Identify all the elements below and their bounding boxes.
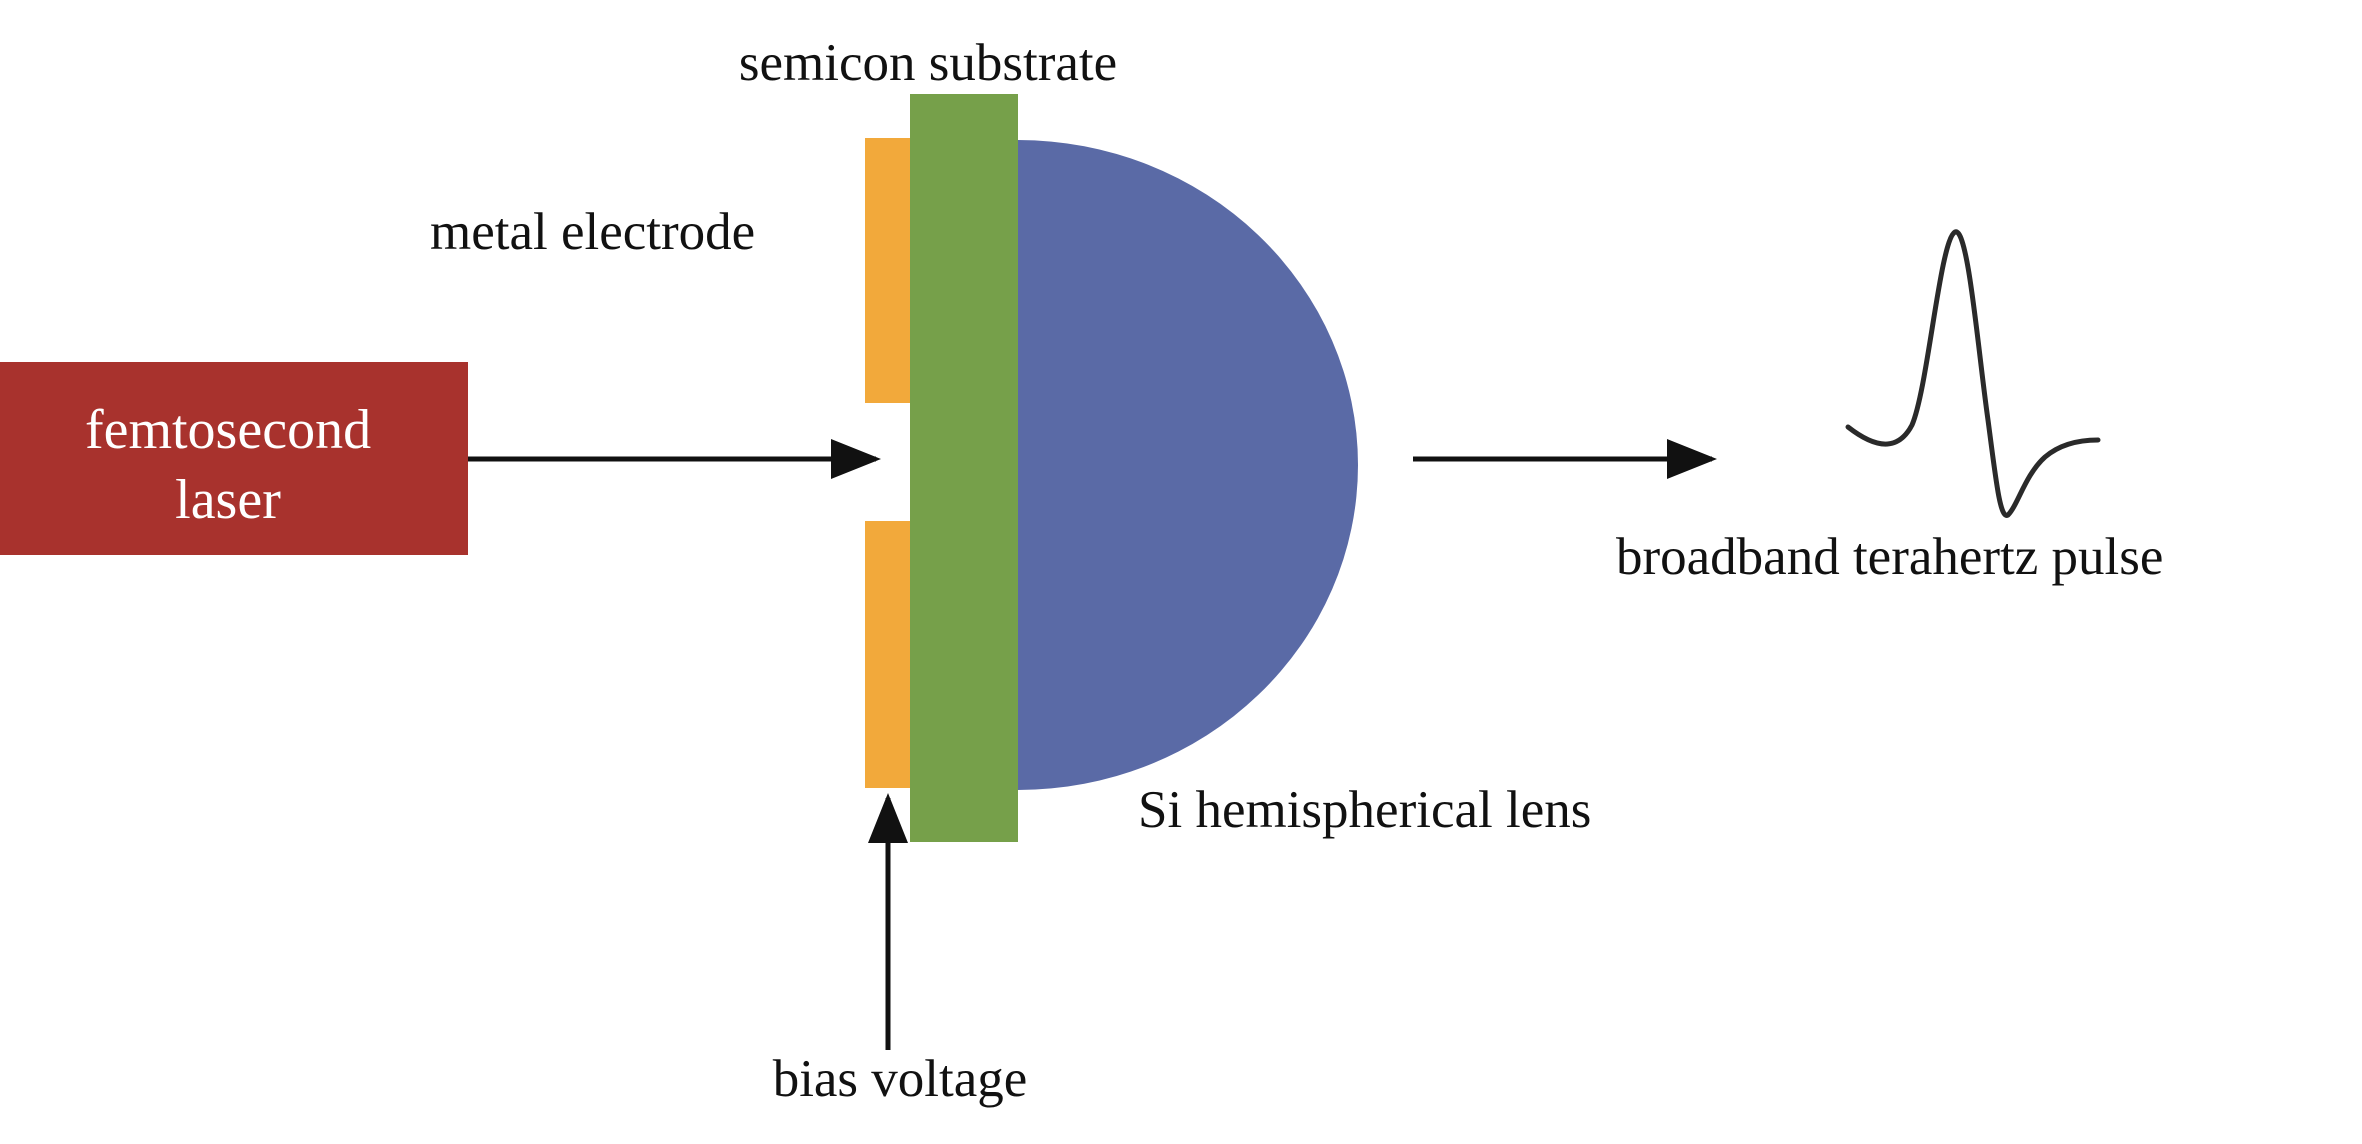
si-hemispherical-lens bbox=[1018, 140, 1358, 790]
thz-pulse-label: broadband terahertz pulse bbox=[1616, 528, 2163, 586]
metal-electrode-bottom bbox=[865, 521, 910, 788]
si-hemispherical-lens-label: Si hemispherical lens bbox=[1138, 781, 1591, 839]
metal-electrode-top bbox=[865, 138, 910, 403]
laser-label-line1: femtosecond bbox=[85, 399, 371, 461]
bias-voltage-label: bias voltage bbox=[773, 1050, 1028, 1108]
semicon-substrate-label: semicon substrate bbox=[739, 34, 1117, 92]
terahertz-pulse-waveform bbox=[1845, 229, 2101, 518]
metal-electrode-label: metal electrode bbox=[430, 203, 755, 261]
semicon-substrate bbox=[910, 94, 1018, 842]
femtosecond-laser-box bbox=[0, 362, 468, 555]
laser-label-line2: laser bbox=[175, 469, 281, 531]
